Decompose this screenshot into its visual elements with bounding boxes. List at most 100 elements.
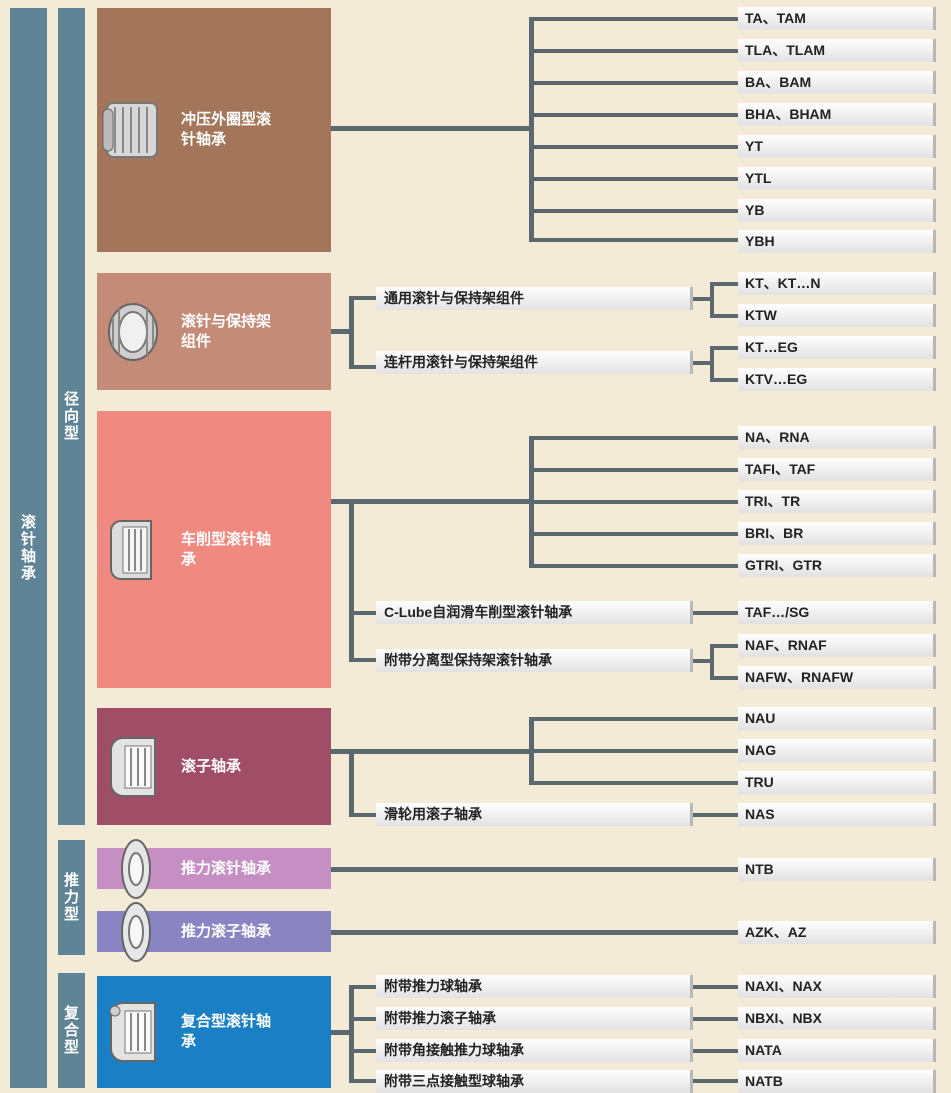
model-nag: NAG [738, 739, 936, 762]
connector [529, 17, 738, 21]
connector [331, 499, 532, 504]
group-thrust-bar: 推力型 [58, 840, 85, 955]
model-azk: AZK、AZ [738, 921, 936, 944]
sublabel-thrust-roller: 附带推力滚子轴承 [376, 1007, 693, 1030]
cage-icon [108, 302, 158, 361]
model-kt: KT、KT…N [738, 272, 936, 295]
model-naf: NAF、RNAF [738, 634, 936, 657]
connector [529, 749, 738, 753]
connector [692, 1017, 738, 1021]
group-radial-label: 径向型 [63, 391, 79, 442]
model-ba: BA、BAM [738, 71, 936, 94]
sublabel-three-point: 附带三点接触型球轴承 [376, 1070, 693, 1093]
connector [710, 282, 714, 318]
connector [349, 985, 379, 989]
connector [529, 145, 738, 149]
connector [331, 867, 738, 872]
group-combined-bar: 复合型 [58, 973, 85, 1088]
model-naxi: NAXI、NAX [738, 975, 936, 998]
root-bar: 滚针轴承 [10, 8, 47, 1088]
model-gtri: GTRI、GTR [738, 554, 936, 577]
connector [349, 296, 379, 300]
thrust-needle-icon [121, 839, 151, 899]
connector [529, 17, 534, 242]
model-yb: YB [738, 199, 936, 222]
connector [529, 532, 738, 536]
sublabel-angular: 附带角接触推力球轴承 [376, 1039, 693, 1062]
connector [710, 282, 738, 286]
roller-bearing-icon [110, 736, 156, 797]
model-tafsg: TAF…/SG [738, 601, 936, 624]
connector [529, 177, 738, 181]
connector [529, 468, 738, 472]
connector [710, 314, 738, 318]
connector [710, 346, 714, 382]
bearing-icon [110, 519, 152, 580]
model-nafw: NAFW、RNAFW [738, 666, 936, 689]
sublabel-pulley: 滑轮用滚子轴承 [376, 803, 693, 826]
model-ta: TA、TAM [738, 7, 936, 30]
connector [692, 1079, 738, 1083]
group-combined-label: 复合型 [63, 1005, 79, 1056]
connector [529, 500, 738, 504]
category-stamped-label: 冲压外圈型滚针轴承 [181, 111, 272, 148]
model-tafi: TAFI、TAF [738, 458, 936, 481]
thrust-roller-icon [121, 902, 151, 962]
connector [331, 329, 354, 334]
category-combined-label: 复合型滚针轴承 [181, 1013, 272, 1050]
connector [710, 644, 738, 648]
connector [710, 346, 738, 350]
connector [692, 611, 738, 615]
category-machined: 车削型滚针轴承 [97, 411, 331, 688]
model-ntb: NTB [738, 858, 936, 881]
model-nbxi: NBXI、NBX [738, 1007, 936, 1030]
connector [529, 49, 738, 53]
connector [349, 365, 379, 369]
category-roller-label: 滚子轴承 [181, 757, 242, 775]
connector [331, 749, 532, 754]
sublabel-cage-conrod: 连杆用滚针与保持架组件 [376, 351, 693, 374]
sublabel-cage-general: 通用滚针与保持架组件 [376, 287, 693, 310]
group-thrust-label: 推力型 [63, 872, 79, 923]
connector [331, 1030, 354, 1035]
connector [349, 985, 354, 1083]
model-ktveg: KTV…EG [738, 368, 936, 391]
model-tri: TRI、TR [738, 490, 936, 513]
sublabel-separable: 附带分离型保持架滚针轴承 [376, 649, 693, 672]
model-tla: TLA、TLAM [738, 39, 936, 62]
category-machined-label: 车削型滚针轴承 [181, 530, 272, 568]
connector [349, 1017, 379, 1021]
connector [710, 644, 714, 680]
model-yt: YT [738, 135, 936, 158]
connector [349, 813, 379, 817]
connector [529, 436, 738, 440]
model-natb: NATB [738, 1070, 936, 1093]
category-stamped: 冲压外圈型滚针轴承 [97, 8, 331, 252]
connector [692, 1049, 738, 1053]
connector [349, 1049, 379, 1053]
sublabel-thrust-ball: 附带推力球轴承 [376, 975, 693, 998]
connector [529, 209, 738, 213]
connector [710, 378, 738, 382]
connector [349, 658, 379, 662]
connector [349, 751, 354, 817]
connector [349, 296, 354, 369]
category-combined: 复合型滚针轴承 [97, 976, 331, 1088]
connector [349, 1079, 379, 1083]
category-cage-label: 滚针与保持架组件 [181, 312, 272, 350]
category-thrust-roller-label: 推力滚子轴承 [181, 922, 272, 940]
connector [349, 611, 379, 615]
combined-bearing-icon [109, 1002, 156, 1062]
connector [529, 113, 738, 117]
connector [529, 564, 738, 568]
model-ytl: YTL [738, 167, 936, 190]
category-roller: 滚子轴承 [97, 708, 331, 825]
root-label: 滚针轴承 [20, 514, 36, 582]
model-ybh: YBH [738, 230, 936, 253]
connector [529, 717, 738, 721]
model-na: NA、RNA [738, 426, 936, 449]
connector [529, 238, 738, 242]
model-nas: NAS [738, 803, 936, 826]
connector [331, 930, 738, 935]
group-radial-bar: 径向型 [58, 8, 85, 825]
